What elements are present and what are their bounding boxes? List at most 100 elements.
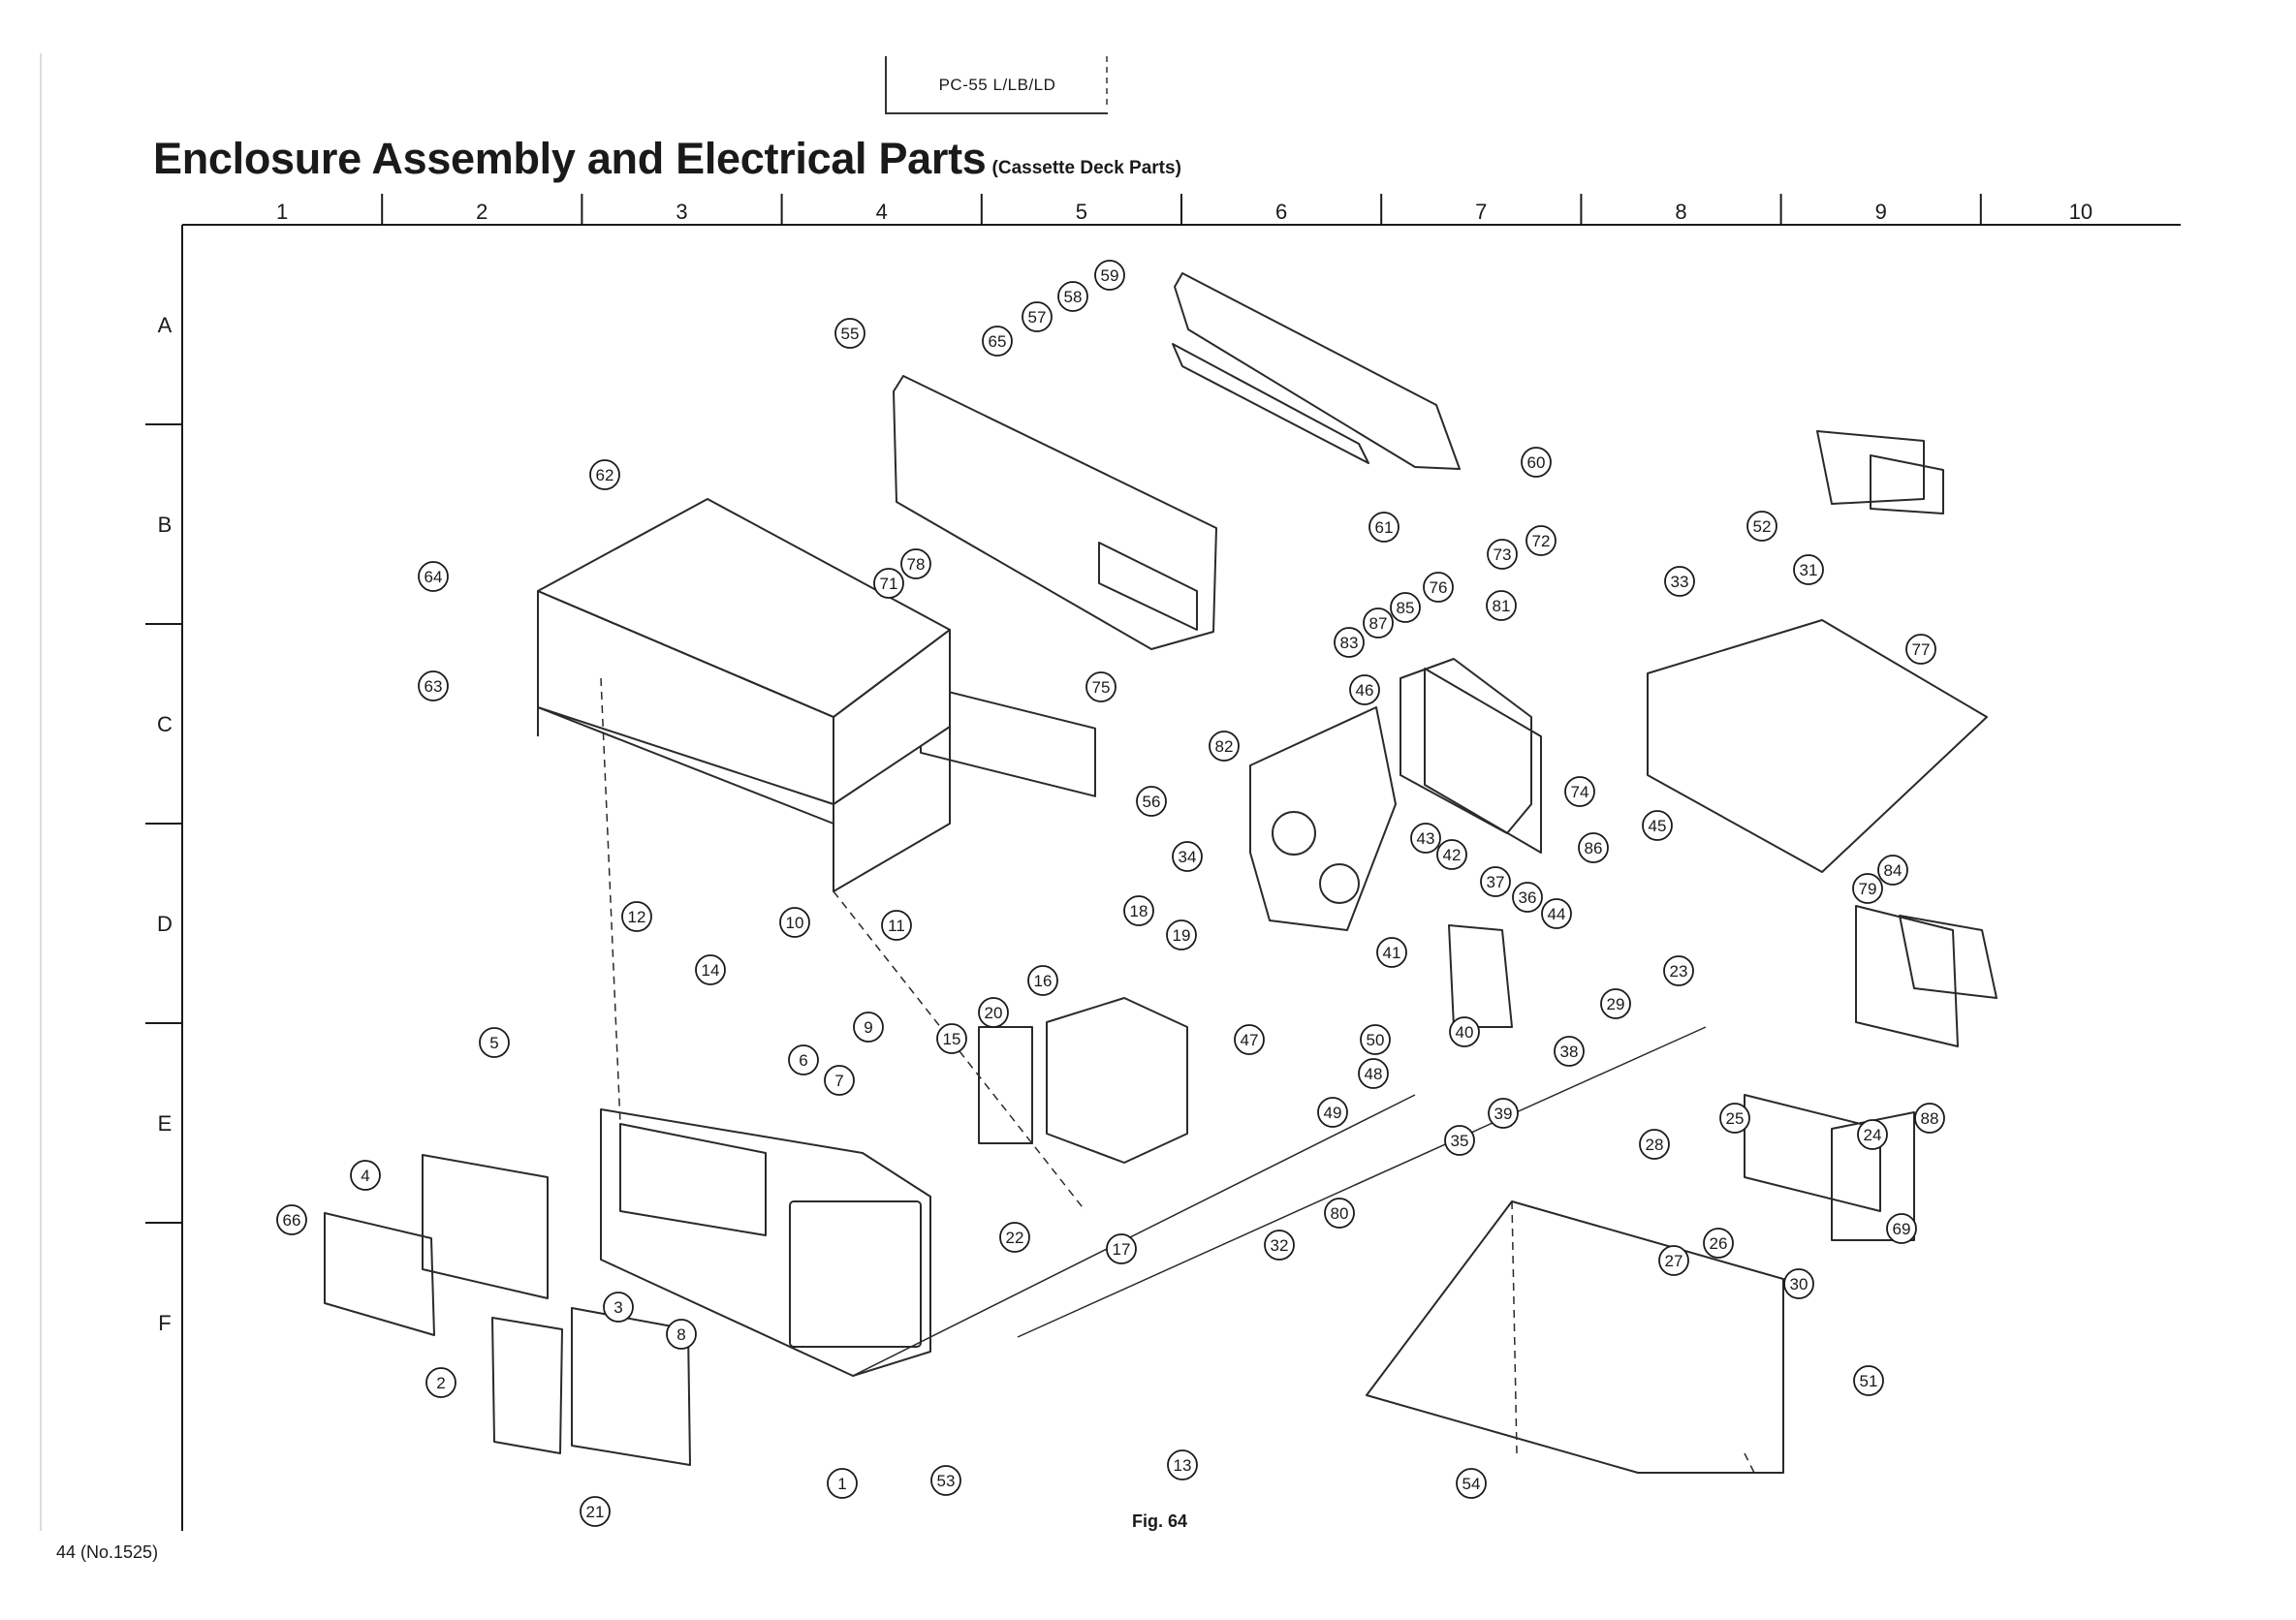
callout-bubble: [695, 954, 726, 985]
callout-number: 20: [985, 1004, 1003, 1022]
callout-bubble: [1554, 1036, 1585, 1067]
callout-28: 28: [1639, 1129, 1670, 1160]
callout-26: 26: [1703, 1228, 1734, 1259]
callout-number: 36: [1519, 888, 1537, 907]
callout-bubble: [1487, 539, 1518, 570]
callout-bubble: [1449, 1016, 1480, 1047]
callout-29: 29: [1600, 988, 1631, 1019]
callout-number: 63: [425, 677, 443, 696]
callout-87: 87: [1363, 608, 1394, 639]
page-subtitle: (Cassette Deck Parts): [991, 158, 1181, 178]
callout-bubble: [1444, 1125, 1475, 1156]
callout-number: 80: [1331, 1204, 1349, 1223]
column-label-1: 1: [276, 200, 288, 224]
callout-number: 62: [596, 466, 614, 484]
callout-69: 69: [1886, 1213, 1917, 1244]
callout-60: 60: [1521, 447, 1552, 478]
callout-75: 75: [1085, 671, 1117, 702]
callout-88: 88: [1914, 1103, 1945, 1134]
callout-bubble: [1521, 447, 1552, 478]
callout-number: 51: [1860, 1372, 1878, 1390]
callout-6: 6: [788, 1044, 819, 1075]
callout-85: 85: [1390, 592, 1421, 623]
callout-bubble: [1541, 898, 1572, 929]
callout-24: 24: [1857, 1119, 1888, 1150]
callout-41: 41: [1376, 937, 1407, 968]
callout-86: 86: [1578, 832, 1609, 863]
callout-bubble: [1360, 1024, 1391, 1055]
callout-30: 30: [1783, 1268, 1814, 1299]
callout-number: 66: [283, 1211, 301, 1230]
callout-number: 82: [1215, 737, 1234, 756]
callout-27: 27: [1658, 1245, 1689, 1276]
callout-number: 72: [1532, 532, 1551, 550]
callout-number: 24: [1864, 1126, 1882, 1144]
callout-number: 53: [937, 1472, 956, 1490]
callout-number: 17: [1113, 1240, 1131, 1259]
callout-74: 74: [1564, 776, 1595, 807]
callout-37: 37: [1480, 866, 1511, 897]
callout-56: 56: [1136, 786, 1167, 817]
callout-number: 3: [613, 1298, 622, 1317]
callout-bubble: [999, 1222, 1030, 1253]
callout-number: 4: [361, 1167, 369, 1185]
callout-number: 7: [834, 1072, 843, 1090]
row-label-B: B: [158, 513, 173, 537]
callout-bubble: [1663, 955, 1694, 986]
callout-bubble: [900, 548, 931, 579]
row-label-E: E: [158, 1111, 173, 1136]
callout-bubble: [1022, 301, 1053, 332]
callout-number: 43: [1417, 829, 1435, 848]
callout-number: 77: [1912, 640, 1931, 659]
callout-number: 30: [1790, 1275, 1808, 1293]
callout-number: 37: [1487, 873, 1505, 891]
callout-12: 12: [621, 901, 652, 932]
callout-55: 55: [834, 318, 865, 349]
callout-bubble: [1783, 1268, 1814, 1299]
callout-32: 32: [1264, 1230, 1295, 1261]
callout-number: 1: [837, 1475, 846, 1493]
callout-bubble: [1209, 731, 1240, 762]
callout-number: 31: [1800, 561, 1818, 579]
callout-bubble: [853, 1012, 884, 1043]
callout-number: 69: [1893, 1220, 1911, 1238]
callout-bubble: [1390, 592, 1421, 623]
callout-bubble: [1436, 839, 1467, 870]
callout-number: 40: [1456, 1023, 1474, 1042]
callout-bubble: [1857, 1119, 1888, 1150]
callout-number: 85: [1397, 599, 1415, 617]
column-label-6: 6: [1275, 200, 1287, 224]
callout-59: 59: [1094, 260, 1125, 291]
callout-35: 35: [1444, 1125, 1475, 1156]
callout-number: 28: [1646, 1136, 1664, 1154]
callout-76: 76: [1423, 572, 1454, 603]
figure-caption: Fig. 64: [1132, 1511, 1188, 1531]
callout-number: 32: [1271, 1236, 1289, 1255]
callout-number: 21: [586, 1503, 605, 1521]
callout-19: 19: [1166, 919, 1197, 950]
callout-number: 60: [1527, 453, 1546, 472]
callout-number: 41: [1383, 944, 1401, 962]
callout-62: 62: [589, 459, 620, 490]
callout-bubble: [1166, 919, 1197, 950]
callout-number: 22: [1006, 1229, 1024, 1247]
callout-bubble: [1376, 937, 1407, 968]
callout-84: 84: [1877, 855, 1908, 886]
callout-bubble: [1410, 823, 1441, 854]
callout-bubble: [479, 1027, 510, 1058]
callout-78: 78: [900, 548, 931, 579]
callout-5: 5: [479, 1027, 510, 1058]
callout-bubble: [779, 907, 810, 938]
callout-bubble: [1363, 608, 1394, 639]
callout-number: 88: [1921, 1109, 1939, 1128]
callout-bubble: [1324, 1198, 1355, 1229]
callout-bubble: [1512, 882, 1543, 913]
callout-53: 53: [930, 1465, 961, 1496]
callout-number: 19: [1173, 926, 1191, 945]
model-box: PC-55 L/LB/LD: [885, 56, 1108, 114]
row-label-A: A: [158, 313, 173, 337]
column-label-2: 2: [476, 200, 488, 224]
callout-number: 11: [888, 917, 905, 935]
callout-47: 47: [1234, 1024, 1265, 1055]
